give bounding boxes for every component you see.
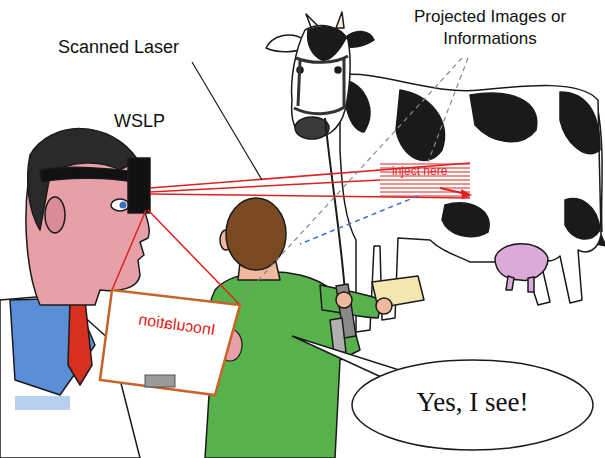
cow-body: [340, 74, 601, 332]
cow-spot: [442, 203, 489, 237]
cow-head-patch: [308, 27, 346, 60]
cow-teat: [506, 276, 534, 292]
cow-udder: [495, 244, 548, 281]
leader-line: [192, 62, 262, 180]
farmer-hand: [376, 298, 392, 314]
clipboard-outline: [100, 285, 245, 400]
doctor-hair: [28, 129, 138, 230]
sight-line: [300, 196, 418, 244]
scan-line: [380, 180, 470, 181]
scan-line: [380, 184, 470, 185]
doctor-ear: [45, 197, 65, 233]
laser-beam: [150, 180, 380, 192]
cow-head: [292, 26, 351, 139]
doctor-tie: [68, 300, 92, 385]
laser-beam: [112, 210, 146, 290]
doctor-shirt: [10, 298, 95, 395]
annotation-label: Scanned Laser: [58, 36, 218, 59]
cow-halter: [294, 56, 348, 114]
cow-muzzle: [295, 117, 329, 139]
farmer-shirt: [205, 272, 360, 458]
doctor-eye: [111, 199, 129, 211]
cow-eye: [335, 67, 341, 73]
wslp-device: [128, 158, 150, 213]
farmer-hand: [336, 292, 352, 308]
scan-line: [380, 188, 470, 189]
cow-spot: [560, 92, 600, 154]
cow-spot: [565, 199, 600, 239]
device-label: WSLP: [114, 110, 184, 133]
cow-spot: [396, 90, 444, 160]
speech-bubble-text: Yes, I see!: [350, 386, 595, 418]
doctor-iris: [120, 202, 127, 209]
projected-text: inject here: [392, 164, 472, 180]
laser-beams: [112, 163, 470, 305]
coat-sleeve: [15, 396, 70, 410]
speech-bubble: Yes, I see!: [350, 358, 595, 452]
lead-rope: [325, 118, 345, 292]
clipboard: Inoculation: [100, 285, 245, 400]
laser-beam: [150, 194, 470, 198]
headband: [40, 167, 135, 182]
clipboard-clip: [145, 375, 175, 387]
leader-line: [240, 58, 462, 300]
annotation-label: Projected Images or Informations: [405, 6, 575, 50]
cow-spot: [470, 93, 537, 142]
clipboard-board: [100, 290, 240, 395]
laser-beam: [148, 210, 240, 305]
